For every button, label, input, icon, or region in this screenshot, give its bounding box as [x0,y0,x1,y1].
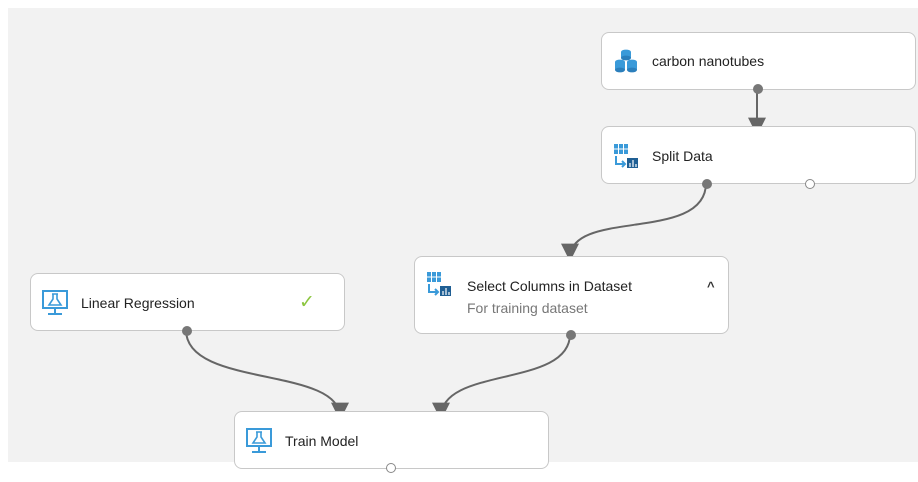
module-carbon-nanotubes[interactable]: carbon nanotubes [601,32,916,94]
module-split-data[interactable]: Split Data [601,126,916,189]
output-port-right[interactable] [805,179,815,189]
output-port[interactable] [753,84,763,94]
module-label: carbon nanotubes [652,53,765,69]
module-label: Split Data [652,148,713,164]
connector-split-to-select [561,182,707,262]
experiment-canvas[interactable]: carbon nanotubes Split Data Select Colum… [8,8,918,473]
connector-select-to-train [432,333,571,421]
output-port[interactable] [182,326,192,336]
module-label: Linear Regression [81,295,195,311]
model-icon [42,290,68,315]
model-icon [246,428,272,453]
module-select-columns[interactable]: Select Columns in Dataset For training d… [414,256,729,340]
split-data-icon [614,144,638,168]
module-train-model[interactable]: Train Model [234,411,549,473]
select-columns-icon [427,272,451,296]
connector-regression-to-train [185,329,349,421]
output-port[interactable] [386,463,396,473]
output-port[interactable] [566,330,576,340]
module-linear-regression[interactable]: Linear Regression ✓ [30,273,345,336]
module-sublabel: For training dataset [467,300,588,316]
module-label: Select Columns in Dataset [467,278,632,294]
dataset-icon [615,49,637,73]
success-check-icon: ✓ [299,292,315,313]
connector-layer [185,89,766,421]
output-port-left[interactable] [702,179,712,189]
module-label: Train Model [285,433,359,449]
collapse-button[interactable]: ^ [707,279,715,294]
